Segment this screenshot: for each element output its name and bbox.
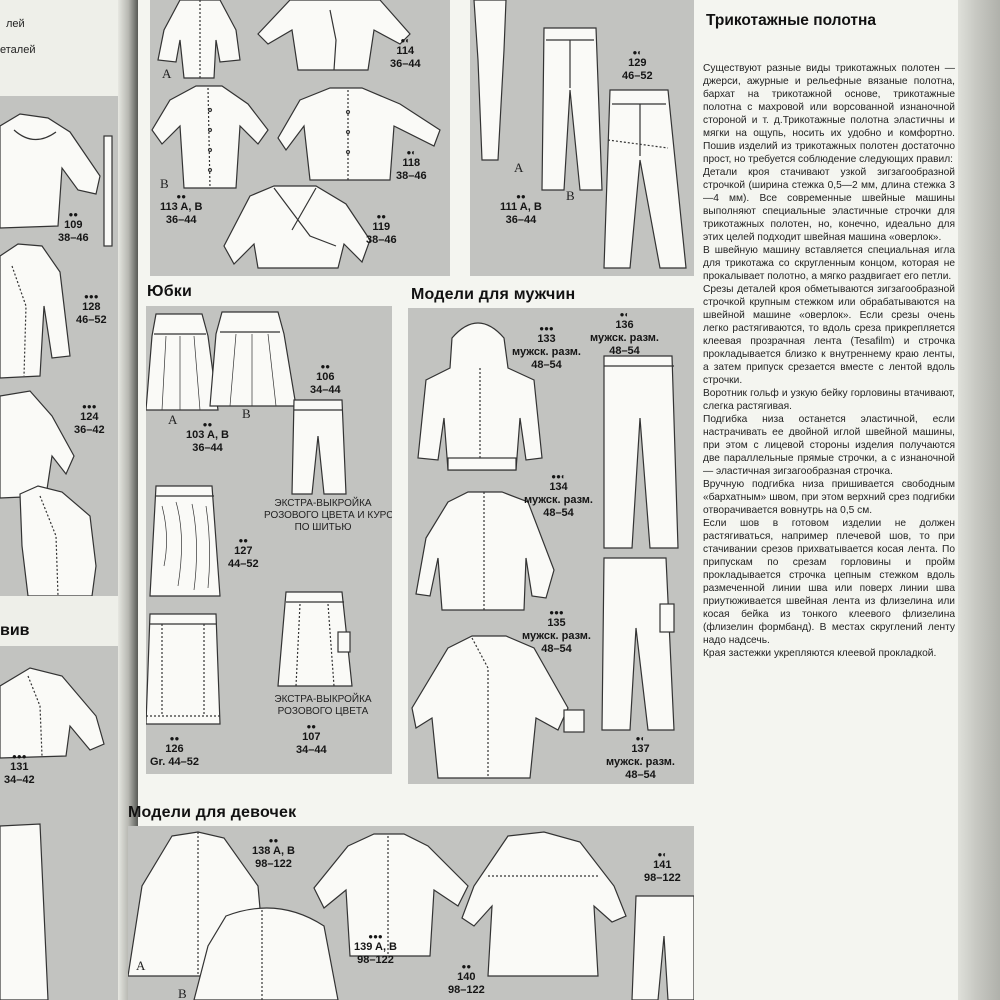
men-sketches [411,322,679,779]
men-panel: ●●● 133 мужск. разм. 48–54 ●◐ 136 мужск.… [408,308,694,784]
extra-pattern-note: ЭКСТРА-ВЫКРОЙКА РОЗОВОГО ЦВЕТА И КУРС ПО… [264,498,392,533]
variant-letter-b: B [242,406,251,421]
article-paragraph: Вручную подгибка низа пришивается свобод… [703,479,955,516]
left-section-heading-fragment: вив [0,622,30,639]
article-paragraph: Подгибка низа останется эластичной, если… [703,414,955,477]
left-lower-sketches [0,667,105,1000]
article-paragraph: Если шов в готовом изделии не должен рас… [703,518,955,646]
variant-letter-b: B [178,986,187,1000]
model-label-109: ●● 109 38–46 [58,210,89,244]
variant-letter-a: A [162,66,172,81]
left-lower-panel: ●●● 131 34–42 [0,646,128,1000]
girls-section-title: Модели для девочек [128,804,297,821]
model-label-126: ●● 126 Gr. 44–52 [150,734,199,768]
model-label-135: ●●● 135 мужск. разм. 48–54 [522,608,591,655]
article-paragraph: Существуют разные виды трикотажных полот… [703,63,955,165]
girls-panel: A B ●● 138 A, B 98–122 ●●● 139 A, B 98–1… [128,826,694,1000]
skirts-section-title: Юбки [147,283,193,300]
model-label-141: ●◐ 141 98–122 [644,850,681,884]
model-label-138: ●● 138 A, B 98–122 [252,836,296,870]
girls-sketches [128,831,694,1000]
article-paragraph: В швейную машину вставляется специальная… [703,245,955,282]
model-label-139: ●●● 139 A, B 98–122 [354,932,398,966]
article-paragraph: Срезы деталей кроя обметываются зигзагоо… [703,284,955,386]
model-label-113: ●● 113 A, B 36–44 [160,192,203,226]
men-section-title: Модели для мужчин [411,286,576,303]
variant-letter-b: B [566,188,575,203]
left-page: лей еталей [0,0,128,1000]
model-label-128: ●●● 128 46–52 [76,292,107,326]
left-text-fragment: лей [6,18,25,30]
model-label-137: ●◐ 137 мужск. разм. 48–54 [606,734,675,781]
model-label-107: ●● 107 34–44 [296,722,327,756]
article-body: Существуют разные виды трикотажных полот… [703,62,955,660]
article-paragraph: Воротник гольф и узкую бейку горловины в… [703,388,955,412]
article-title: Трикотажные полотна [706,12,876,29]
left-garment-sketches [0,113,113,596]
model-label-106: ●● 106 34–44 [310,362,341,396]
model-label-103: ●● 103 A, B 36–44 [186,420,230,454]
variant-letter-a: A [136,958,146,973]
model-label-124: ●●● 124 36–42 [74,402,105,436]
tops-panel: A B ●◐ 114 36–44 ●◐ 118 38–46 ●● 113 A, … [150,0,450,276]
tops-sketches [151,0,441,269]
model-label-127: ●● 127 44–52 [228,536,259,570]
variant-letter-a: A [514,160,524,175]
left-text-fragment: еталей [0,44,36,56]
model-label-140: ●● 140 98–122 [448,962,485,996]
article-paragraph: Края застежки укрепляются клеевой прокла… [703,648,937,659]
skirts-panel: A B ●● 103 A, B 36–44 ●● 106 34–44 ЭКСТР… [146,306,392,774]
model-label-129: ●◐ 129 46–52 [622,48,653,82]
model-label-119: ●● 119 38–46 [366,212,397,246]
model-label-133: ●●● 133 мужск. разм. 48–54 [512,324,581,371]
model-label-114: ●◐ 114 36–44 [390,36,421,70]
model-label-111: ●● 111 A, B 36–44 [500,192,542,226]
trousers-panel: A B ●◐ 129 46–52 ●● 111 A, B 36–44 [470,0,694,276]
variant-letter-a: A [168,412,178,427]
variant-letter-b: B [160,176,169,191]
skirts-sketches [146,311,353,725]
model-label-131: ●●● 131 34–42 [4,752,35,786]
article-paragraph: Детали кроя стачивают узкой зигзагообраз… [703,167,955,243]
model-label-134: ●●◐ 134 мужск. разм. 48–54 [524,472,593,519]
left-models-panel: ●● 109 38–46 ●●● 128 46–52 ●●● 124 36–42 [0,96,128,596]
extra-pattern-note: ЭКСТРА-ВЫКРОЙКА РОЗОВОГО ЦВЕТА [274,694,372,717]
model-label-118: ●◐ 118 38–46 [396,148,427,182]
model-label-136: ●◐ 136 мужск. разм. 48–54 [590,310,659,357]
page-edge [958,0,1000,1000]
trousers-sketches [473,0,687,269]
